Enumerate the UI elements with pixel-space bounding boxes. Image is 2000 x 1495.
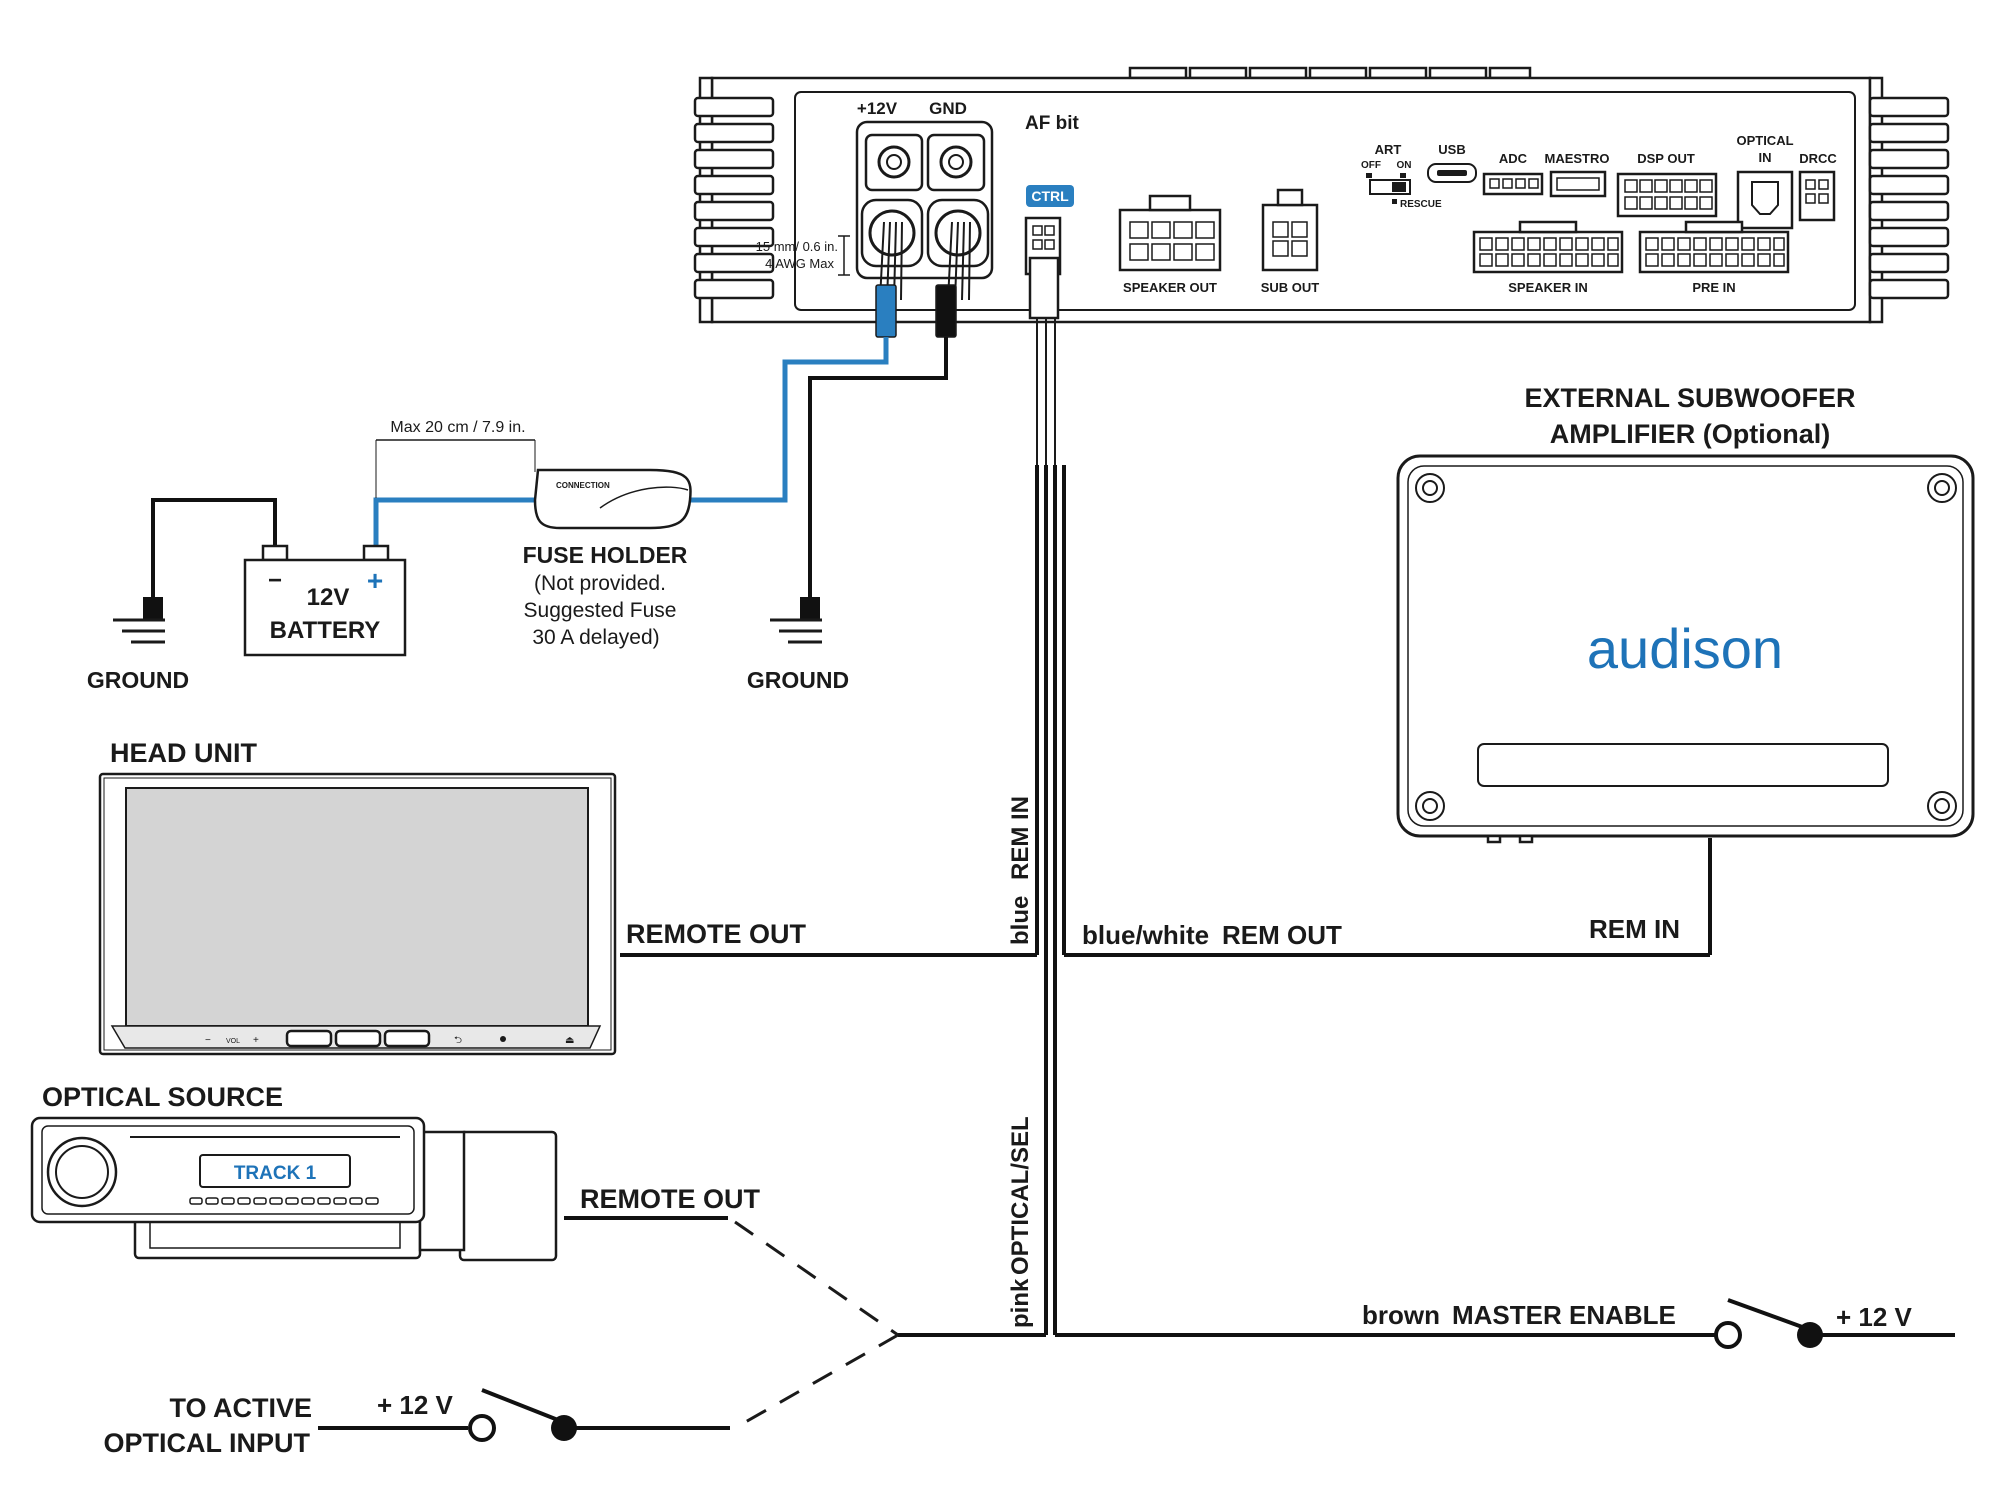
- dsp-out-label: DSP OUT: [1637, 151, 1695, 166]
- maestro-connector: MAESTRO: [1545, 151, 1610, 198]
- battery-plus-label: +: [367, 565, 383, 596]
- drcc-connector: DRCC: [1798, 151, 1837, 222]
- art-off-label: OFF: [1361, 160, 1381, 171]
- head-unit-knob-icon: [500, 1036, 506, 1042]
- gnd-label: GND: [929, 99, 967, 118]
- speaker-in-label: SPEAKER IN: [1508, 280, 1587, 295]
- pre-in-label: PRE IN: [1692, 280, 1735, 295]
- power-wiring: [151, 337, 948, 610]
- optical-source: TRACK 1: [30, 1116, 558, 1262]
- cable-note-line1: 15 mm/ 0.6 in.: [756, 239, 838, 254]
- optical-input-label-line1: TO ACTIVE: [169, 1393, 312, 1423]
- ctrl-label: CTRL: [1031, 188, 1069, 204]
- fuse-holder: CONNECTION: [533, 468, 692, 530]
- wire-blue-function-label: REM IN: [1007, 796, 1034, 880]
- ground-symbol-right: [770, 597, 822, 644]
- battery: − + 12V BATTERY: [243, 544, 407, 657]
- wire-brown-color-label: brown: [1362, 1300, 1440, 1330]
- model-label: AF bit: [1025, 113, 1079, 134]
- wire-bluewhite-color-label: blue/white: [1082, 920, 1209, 950]
- speaker-in-connector: SPEAKER IN: [1472, 220, 1624, 295]
- head-unit-title: HEAD UNIT: [110, 738, 258, 768]
- head-unit-eject-icon: ⏏: [565, 1035, 574, 1046]
- optical-input-supply-label: + 12 V: [377, 1390, 454, 1420]
- battery-voltage-label: 12V: [307, 584, 350, 611]
- art-label: ART: [1375, 142, 1402, 157]
- head-unit-remote-out-label: REMOTE OUT: [626, 919, 807, 949]
- wire-blue-color-label: blue: [1007, 896, 1034, 945]
- rescue-label: RESCUE: [1400, 199, 1442, 210]
- head-unit-vol-icon: VOL: [226, 1038, 240, 1045]
- sub-amp-rem-in-label: REM IN: [1589, 914, 1680, 944]
- fuse-holder-title: FUSE HOLDER: [523, 542, 688, 568]
- sub-out-connector: SUB OUT: [1261, 188, 1320, 295]
- fuse-note-line3: 30 A delayed): [532, 626, 659, 649]
- ground-label-right: GROUND: [747, 667, 849, 693]
- adc-connector: ADC: [1482, 151, 1544, 196]
- fuse-brand-mark: CONNECTION: [556, 481, 610, 490]
- art-on-label: ON: [1397, 160, 1412, 171]
- ctrl-harness: [620, 318, 1722, 1337]
- ground-symbol-left: [113, 597, 165, 644]
- sub-out-label: SUB OUT: [1261, 280, 1320, 295]
- heatsink-fins-left: [693, 96, 775, 300]
- ground-label-left: GROUND: [87, 667, 189, 693]
- optical-in-label-2: IN: [1759, 150, 1772, 165]
- wire-pink-function-label: OPTICAL/SEL: [1007, 1116, 1034, 1275]
- optical-source-remote-out-label: REMOTE OUT: [580, 1184, 761, 1214]
- drcc-label: DRCC: [1799, 151, 1837, 166]
- speaker-out-label: SPEAKER OUT: [1123, 280, 1217, 295]
- fuse-note-line2: Suggested Fuse: [524, 599, 677, 622]
- head-unit-vol-minus-icon: −: [205, 1035, 211, 1046]
- plus12v-label: +12V: [857, 99, 898, 118]
- optical-input-label-line2: OPTICAL INPUT: [103, 1428, 310, 1458]
- battery-label: BATTERY: [270, 617, 381, 644]
- optical-in-label-1: OPTICAL: [1736, 133, 1793, 148]
- optical-select-dashed-links: [734, 1220, 899, 1430]
- maestro-label: MAESTRO: [1545, 151, 1610, 166]
- head-unit: − VOL + ⮌ ⏏: [98, 772, 617, 1056]
- wire-brown-function-label: MASTER ENABLE: [1452, 1300, 1676, 1330]
- battery-minus-label: −: [268, 567, 282, 594]
- external-subwoofer-amplifier: audison: [1396, 454, 1975, 844]
- master-enable-switch: [1714, 1298, 1955, 1349]
- head-unit-back-icon: ⮌: [454, 1035, 462, 1046]
- wire-bluewhite-function-label: REM OUT: [1222, 920, 1342, 950]
- usb-port: USB: [1427, 142, 1477, 183]
- dsp-out-connector: DSP OUT: [1616, 151, 1718, 218]
- adc-label: ADC: [1499, 151, 1528, 166]
- optical-in-port: OPTICAL IN: [1736, 133, 1794, 230]
- art-switch: ART OFF ON RESCUE: [1361, 142, 1442, 210]
- head-unit-vol-plus-icon: +: [253, 1035, 259, 1046]
- fuse-distance-label: Max 20 cm / 7.9 in.: [390, 419, 525, 436]
- heatsink-fins-right: [1868, 96, 1950, 300]
- sub-amp-title-line2: AMPLIFIER (Optional): [1550, 419, 1830, 449]
- amplifier: +12V GND 15 mm/ 0.6 in. 4 AWG Max AF bit…: [693, 66, 1950, 338]
- sub-amp-brand-logo: audison: [1587, 617, 1783, 680]
- master-enable-supply-label: + 12 V: [1836, 1302, 1913, 1332]
- usb-label: USB: [1438, 142, 1465, 157]
- power-terminal-block: +12V GND: [855, 99, 994, 301]
- cable-note-line2: 4 AWG Max: [765, 256, 834, 271]
- fuse-note-line1: (Not provided.: [534, 572, 666, 595]
- pre-in-connector: PRE IN: [1638, 220, 1790, 295]
- optical-input-switch: [318, 1388, 730, 1442]
- optical-source-display: TRACK 1: [234, 1163, 317, 1184]
- ctrl-connector: CTRL: [1024, 185, 1074, 320]
- speaker-out-connector: SPEAKER OUT: [1118, 194, 1222, 295]
- wire-pink-color-label: pink: [1007, 1278, 1034, 1328]
- fuse-distance-dimension: Max 20 cm / 7.9 in.: [375, 419, 536, 498]
- optical-source-title: OPTICAL SOURCE: [42, 1082, 283, 1112]
- sub-amp-title-line1: EXTERNAL SUBWOOFER: [1524, 383, 1855, 413]
